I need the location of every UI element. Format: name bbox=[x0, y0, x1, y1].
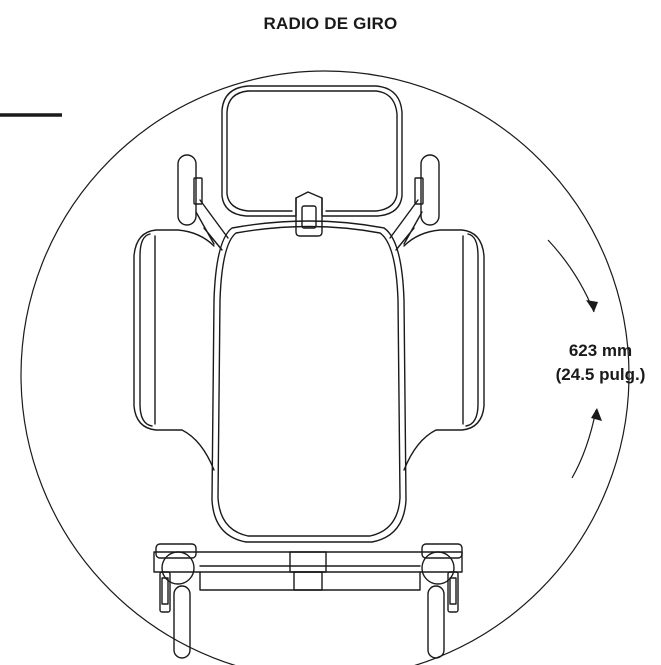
turning-radius-circle bbox=[21, 71, 629, 665]
turning-radius-dimension: 623 mm (24.5 pulg.) bbox=[540, 339, 661, 387]
dimension-arrow-upper bbox=[548, 240, 598, 312]
frame-strut-left bbox=[196, 200, 228, 250]
headrest-outline bbox=[222, 86, 402, 216]
rear-wheel-right bbox=[421, 155, 439, 225]
dimension-arrow-lower bbox=[572, 408, 602, 478]
seat-outline bbox=[212, 221, 406, 542]
drive-wheel-right bbox=[404, 230, 484, 470]
front-frame-bar bbox=[154, 552, 462, 572]
front-caster-left bbox=[156, 544, 196, 658]
dimension-metric: 623 mm bbox=[568, 341, 633, 360]
drive-wheel-left bbox=[134, 230, 214, 470]
frame-strut-right bbox=[390, 200, 422, 250]
front-caster-right bbox=[422, 544, 462, 658]
dimension-imperial: (24.5 pulg.) bbox=[555, 365, 646, 384]
diagram-title: RADIO DE GIRO bbox=[263, 14, 398, 33]
rear-wheel-left bbox=[178, 155, 196, 225]
headrest-mount bbox=[296, 198, 322, 236]
